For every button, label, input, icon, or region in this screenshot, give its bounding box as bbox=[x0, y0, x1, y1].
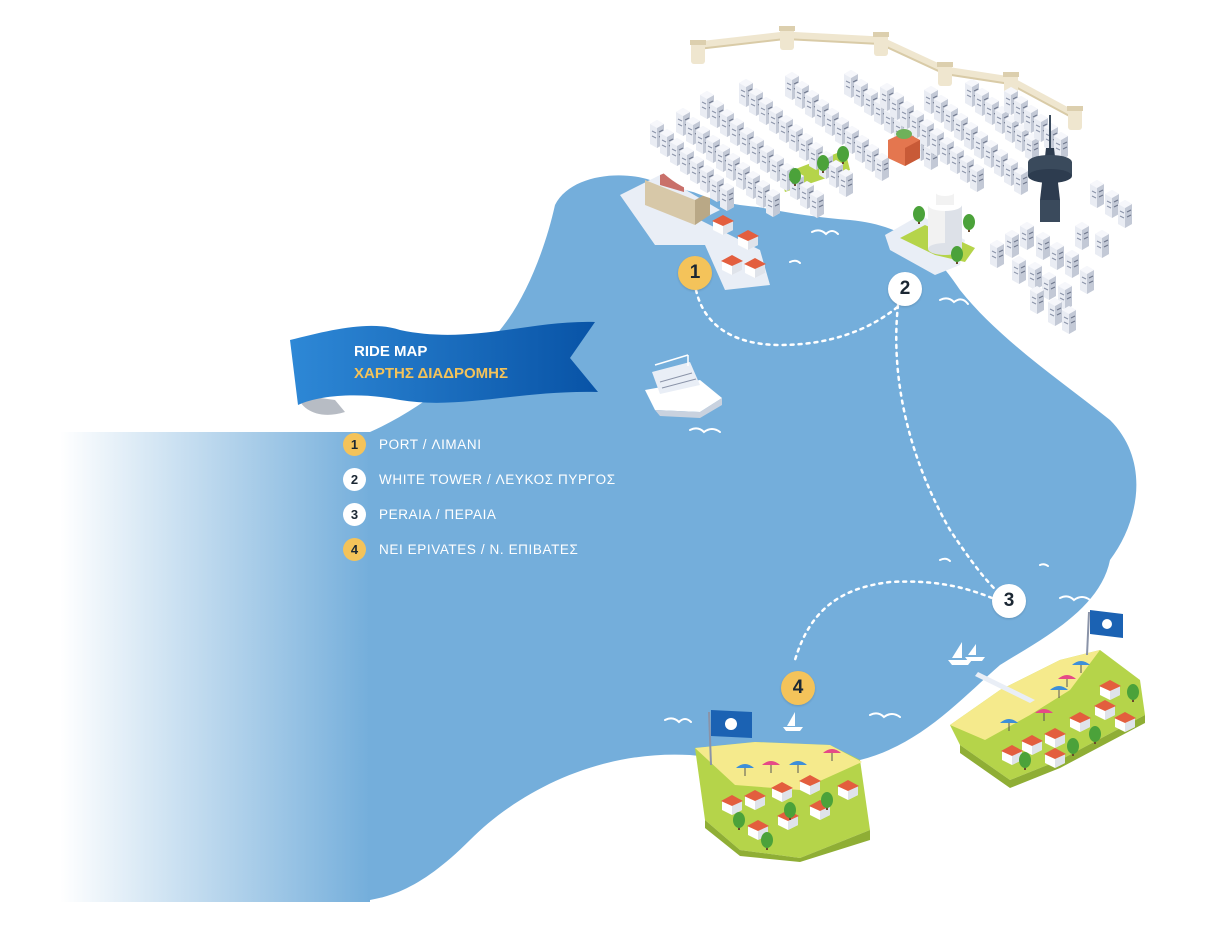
city-building bbox=[719, 182, 735, 212]
city-building bbox=[1064, 249, 1080, 279]
legend-label: PERAIA / ΠΕΡΑΙΑ bbox=[379, 507, 497, 522]
city-building bbox=[1074, 221, 1090, 251]
castle-walls bbox=[690, 26, 1083, 130]
city-building bbox=[1027, 261, 1043, 291]
legend-item-port[interactable]: 1 PORT / ΛΙΜΑΝΙ bbox=[343, 433, 616, 456]
legend-item-peraia[interactable]: 3 PERAIA / ΠΕΡΑΙΑ bbox=[343, 503, 616, 526]
city-building bbox=[1047, 297, 1063, 327]
nei-epivates-beach bbox=[695, 742, 870, 862]
city-building bbox=[874, 152, 890, 182]
city-building bbox=[1049, 241, 1065, 271]
map-marker-peraia[interactable]: 3 bbox=[992, 584, 1026, 618]
city-building bbox=[1035, 231, 1051, 261]
city-building bbox=[1061, 305, 1077, 335]
map-marker-white-tower[interactable]: 2 bbox=[888, 272, 922, 306]
ferry-route bbox=[694, 288, 1000, 662]
map-marker-nei-epivates[interactable]: 4 bbox=[781, 671, 815, 705]
stop-badge: 1 bbox=[343, 433, 366, 456]
city-building bbox=[1019, 221, 1035, 251]
stop-badge: 3 bbox=[343, 503, 366, 526]
map-marker-port[interactable]: 1 bbox=[678, 256, 712, 290]
blue-flag-icon bbox=[708, 710, 752, 766]
banner-title: RIDE MAP bbox=[354, 343, 428, 360]
city-building bbox=[1013, 166, 1029, 196]
city-building bbox=[1117, 199, 1133, 229]
port-pier bbox=[620, 170, 770, 290]
church bbox=[888, 129, 920, 166]
city-building bbox=[1089, 179, 1105, 209]
title-banner bbox=[290, 321, 598, 415]
city-building bbox=[969, 163, 985, 193]
legend-item-nei-epivates[interactable]: 4 NEI EPIVATES / Ν. ΕΠΙΒΑΤΕΣ bbox=[343, 538, 616, 561]
city-building bbox=[1029, 285, 1045, 315]
banner-subtitle: ΧΑΡΤΗΣ ΔΙΑΔΡΟΜΗΣ bbox=[354, 365, 509, 382]
city-building bbox=[809, 189, 825, 219]
white-tower bbox=[913, 190, 975, 264]
city-building bbox=[1104, 189, 1120, 219]
city-building bbox=[765, 188, 781, 218]
ferry-boat-icon bbox=[645, 354, 722, 418]
stop-badge: 2 bbox=[343, 468, 366, 491]
city-building bbox=[1079, 265, 1095, 295]
city-building bbox=[1004, 229, 1020, 259]
stop-badge: 4 bbox=[343, 538, 366, 561]
tv-tower bbox=[1028, 115, 1072, 222]
legend-label: WHITE TOWER / ΛΕΥΚΟΣ ΠΥΡΓΟΣ bbox=[379, 472, 616, 487]
legend-label: PORT / ΛΙΜΑΝΙ bbox=[379, 437, 482, 452]
city-building bbox=[838, 168, 854, 198]
legend-label: NEI EPIVATES / Ν. ΕΠΙΒΑΤΕΣ bbox=[379, 542, 579, 557]
sea-fade bbox=[60, 432, 370, 902]
peraia-beach bbox=[950, 650, 1145, 788]
sailboat-icon bbox=[783, 642, 985, 731]
city-building bbox=[1041, 271, 1057, 301]
wave-marks bbox=[664, 229, 1091, 724]
blue-flag-icon bbox=[1086, 610, 1123, 656]
stops-legend: 1 PORT / ΛΙΜΑΝΙ 2 WHITE TOWER / ΛΕΥΚΟΣ Π… bbox=[343, 433, 616, 573]
legend-item-white-tower[interactable]: 2 WHITE TOWER / ΛΕΥΚΟΣ ΠΥΡΓΟΣ bbox=[343, 468, 616, 491]
city-building bbox=[989, 239, 1005, 269]
city-building bbox=[1011, 255, 1027, 285]
city-building bbox=[1094, 229, 1110, 259]
